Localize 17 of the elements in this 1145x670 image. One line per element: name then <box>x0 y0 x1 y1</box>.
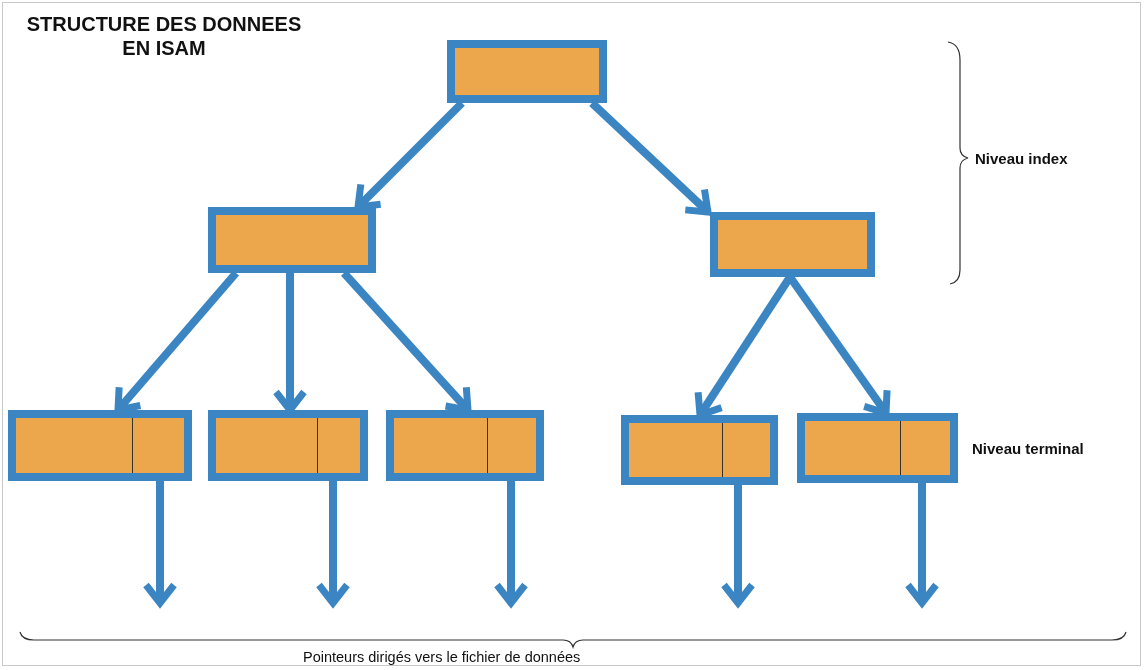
arrow <box>904 483 940 607</box>
record-box <box>797 413 958 483</box>
record-box <box>447 40 607 103</box>
record-box <box>208 410 368 481</box>
record-box <box>710 212 875 277</box>
record-box <box>208 207 376 273</box>
record-box <box>621 415 778 485</box>
annotation-label: Niveau index <box>975 150 1068 167</box>
arrow <box>315 481 351 607</box>
arrow <box>493 481 529 607</box>
annotation-label: Niveau terminal <box>972 440 1084 457</box>
record-box <box>386 410 544 481</box>
arrow <box>720 485 756 607</box>
record-box <box>8 410 192 481</box>
title: STRUCTURE DES DONNEES EN ISAM <box>25 12 303 60</box>
annotation-label: Pointeurs dirigés vers le fichier de données <box>303 649 581 665</box>
arrow <box>142 481 178 607</box>
